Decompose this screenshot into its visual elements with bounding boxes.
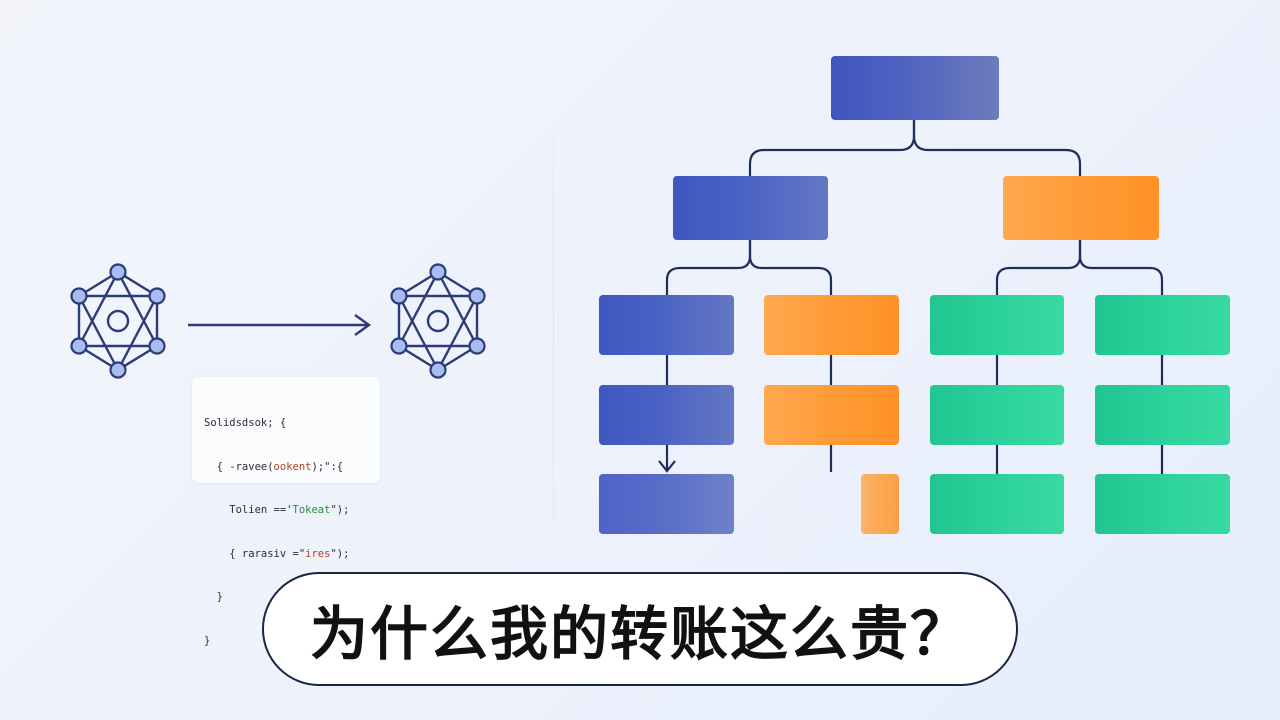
caption-text: 为什么我的转账这么贵？ — [309, 600, 970, 668]
code-text: Tolien ==' — [204, 504, 293, 516]
code-keyword: ires — [305, 547, 331, 560]
tree-node-green — [930, 385, 1064, 445]
code-text: "); — [330, 547, 350, 560]
root-node — [831, 56, 999, 120]
code-text: "); — [330, 504, 350, 516]
section-divider — [553, 140, 554, 520]
code-line: Solidsdsok; { — [204, 416, 380, 431]
caption-banner: 为什么我的转账这么贵？ — [262, 572, 1018, 686]
transfer-arrow-icon — [188, 314, 372, 336]
tree-node-green — [930, 295, 1064, 355]
tree-node-orange — [861, 474, 899, 534]
tree-node-blue — [599, 474, 734, 534]
code-line: } — [204, 634, 380, 649]
code-snippet-card: Solidsdsok; { { -ravee(ookent);":{ Tolie… — [192, 377, 380, 647]
code-text: } — [204, 591, 223, 603]
code-text: } — [204, 634, 211, 647]
tree-node-blue — [599, 385, 734, 445]
network-node-icon — [70, 263, 166, 379]
code-text: { -ravee( — [204, 460, 274, 473]
code-text: Solidsdsok; { — [204, 417, 287, 429]
code-text: );":{ — [311, 460, 344, 473]
code-keyword: ookent — [273, 460, 312, 473]
tree-node-orange — [1003, 176, 1159, 240]
tree-node-green — [1095, 474, 1230, 534]
code-string: Tokeat — [292, 504, 331, 516]
tree-node-green — [1095, 385, 1230, 445]
code-text: { rarasiv =" — [204, 547, 306, 560]
tree-node-green — [1095, 295, 1230, 355]
tree-node-green — [930, 474, 1064, 534]
code-line: } — [204, 590, 380, 605]
code-line: { rarasiv ="ires"); — [204, 547, 380, 562]
code-line: Tolien =='Tokeat"); — [204, 503, 380, 518]
tree-node-orange — [764, 385, 899, 445]
tree-node-orange — [764, 295, 899, 355]
tree-node-blue — [673, 176, 828, 240]
code-line: { -ravee(ookent);":{ — [204, 460, 380, 475]
network-node-icon — [390, 263, 486, 379]
tree-node-blue — [599, 295, 734, 355]
